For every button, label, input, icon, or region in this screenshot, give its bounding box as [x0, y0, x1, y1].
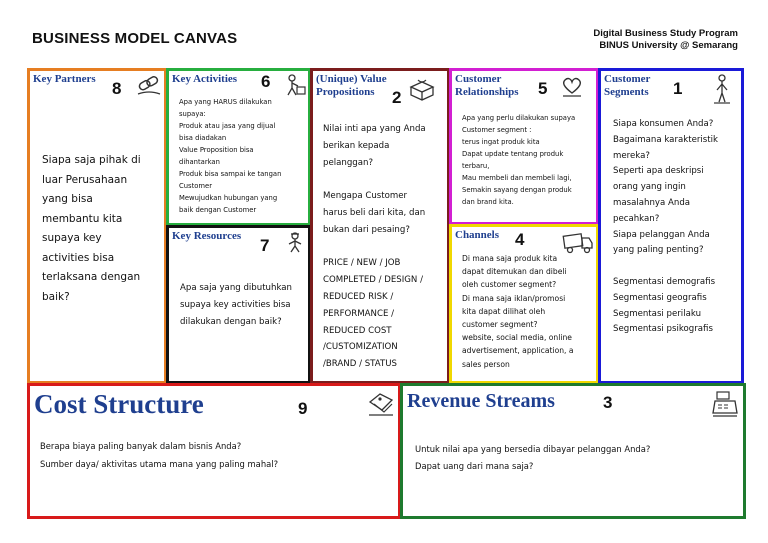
customer-relationships-text: Apa yang perlu dilakukan supaya Customer…	[462, 114, 576, 206]
customer-segments-text: Siapa konsumen Anda? Bagaimana karakteri…	[613, 119, 719, 335]
customer-segments-block: Customer Segments 1 Siapa konsumen Anda?…	[598, 68, 744, 384]
cost-structure-text: Berapa biaya paling banyak dalam bisnis …	[40, 441, 279, 469]
channels-title: Channels	[455, 229, 500, 241]
value-propositions-text: Nilai inti apa yang Anda berikan kepada …	[323, 124, 426, 370]
gift-box-icon	[409, 79, 435, 101]
value-propositions-number: 2	[392, 88, 402, 107]
revenue-streams-number: 3	[603, 393, 613, 412]
price-tag-icon	[368, 393, 394, 416]
key-resources-text: Apa saja yang dibutuhkan supaya key acti…	[180, 283, 292, 327]
institution-label: Digital Business Study Program BINUS Uni…	[593, 28, 738, 52]
customer-segments-title: Customer Segments	[604, 73, 651, 98]
channels-block: Channels 4 Di mana saja produk kita dapa…	[449, 224, 599, 384]
key-partners-number: 8	[112, 79, 122, 98]
chain-link-icon	[137, 76, 161, 95]
key-activities-title: Key Activities	[172, 73, 238, 85]
customer-relationships-title: Customer Relationships	[455, 73, 519, 98]
revenue-streams-text: Untuk nilai apa yang bersedia dibayar pe…	[415, 444, 651, 471]
key-activities-text: Apa yang HARUS dilakukan supaya: Produk …	[179, 98, 282, 214]
key-partners-block: Key Partners 8 Siapa saja pihak di luar …	[27, 68, 167, 384]
university-line: BINUS University @ Semarang	[599, 40, 738, 51]
value-propositions-title: (Unique) Value Propositions	[316, 73, 387, 98]
key-resources-number: 7	[260, 236, 270, 255]
customer-relationships-number: 5	[538, 79, 548, 98]
key-resources-title: Key Resources	[172, 230, 242, 242]
cost-structure-title: Cost Structure	[34, 389, 204, 419]
key-partners-title: Key Partners	[33, 73, 96, 85]
key-activities-number: 6	[261, 72, 271, 91]
person-working-icon	[287, 74, 306, 96]
channels-number: 4	[515, 230, 525, 249]
value-propositions-block: (Unique) Value Propositions 2 Nilai inti…	[310, 68, 450, 384]
cost-structure-number: 9	[298, 399, 308, 418]
key-partners-text: Siapa saja pihak di luar Perusahaan yang…	[42, 154, 141, 303]
worker-icon	[288, 232, 302, 253]
program-line: Digital Business Study Program	[593, 28, 738, 39]
channels-text: Di mana saja produk kita dapat ditemukan…	[462, 254, 574, 369]
revenue-streams-block: Revenue Streams 3 Untuk nilai apa yang b…	[400, 383, 746, 519]
cost-structure-block: Cost Structure 9 Berapa biaya paling ban…	[27, 383, 401, 519]
delivery-truck-icon	[562, 233, 593, 254]
page-title: BUSINESS MODEL CANVAS	[32, 30, 238, 47]
customer-relationships-block: Customer Relationships 5 Apa yang perlu …	[449, 68, 599, 225]
heart-icon	[563, 77, 581, 97]
standing-person-icon	[714, 74, 730, 104]
cash-register-icon	[712, 391, 738, 417]
revenue-streams-title: Revenue Streams	[407, 390, 555, 412]
customer-segments-number: 1	[673, 79, 683, 98]
key-resources-block: Key Resources 7 Apa saja yang dibutuhkan…	[166, 225, 311, 384]
key-activities-block: Key Activities 6 Apa yang HARUS dilakuka…	[166, 68, 311, 226]
